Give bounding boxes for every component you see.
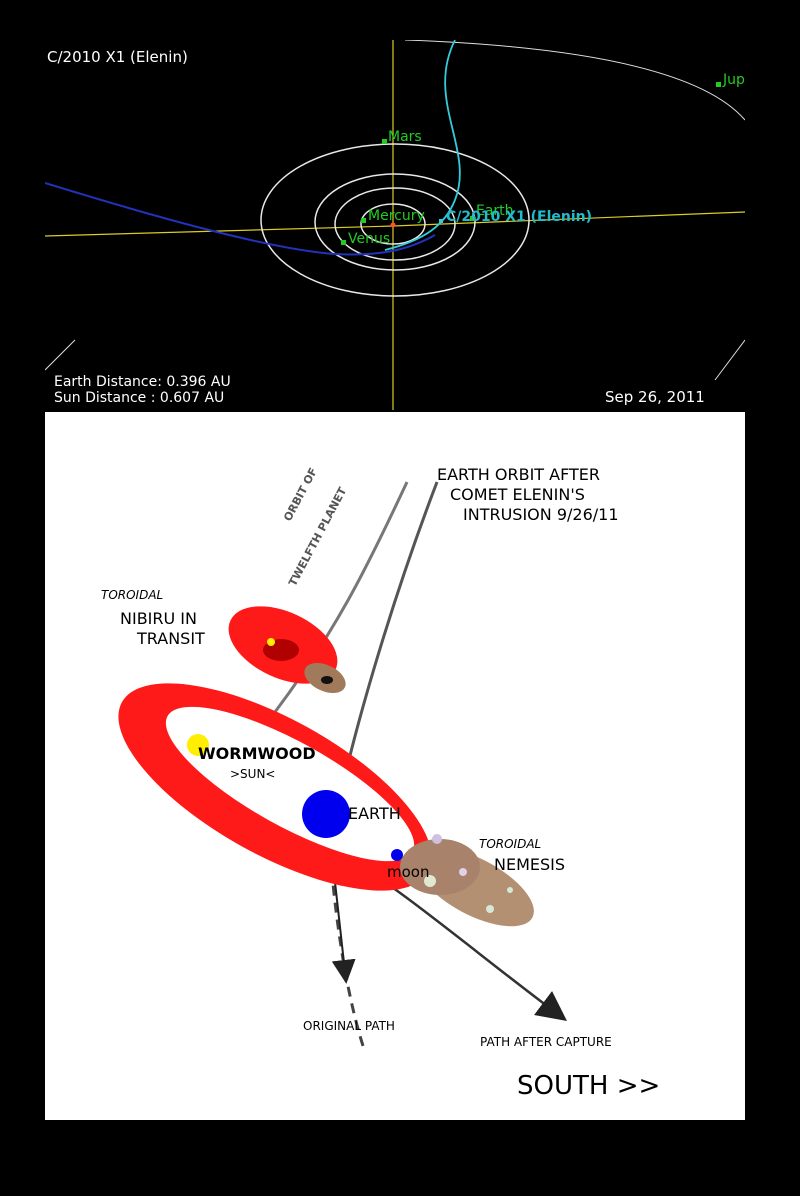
nibiru-moon-core xyxy=(321,676,333,684)
jupiter-orbit-lower xyxy=(714,339,746,381)
toroidal-label-1: TOROIDAL xyxy=(101,588,163,602)
earth-distance-readout: Earth Distance: 0.396 AU xyxy=(54,374,231,390)
nemesis-dark-patch xyxy=(400,839,480,895)
earth-label: EARTH xyxy=(348,804,401,823)
mercury-marker xyxy=(361,218,366,223)
venus-label: Venus xyxy=(348,231,390,247)
mars-orbit xyxy=(260,143,530,297)
earth-body xyxy=(302,790,350,838)
south-label: SOUTH >> xyxy=(517,1071,660,1101)
nibiru-diagram-panel: ORBIT OF TWELFTH PLANET EARTH ORB xyxy=(45,412,745,1120)
horizontal-axis-right xyxy=(392,211,746,227)
wormwood-sun xyxy=(187,734,209,756)
earth-orbit-label-1: EARTH ORBIT AFTER xyxy=(437,465,600,484)
nibiru-diagram-svg: ORBIT OF TWELFTH PLANET EARTH ORB xyxy=(101,465,660,1101)
nemesis-spot-1 xyxy=(432,834,442,844)
jupiter-label: Jup xyxy=(722,72,745,88)
nemesis-spot-2 xyxy=(424,875,436,887)
orbit-simulation-svg: C/2010 X1 (Elenin) Mars Mercury Venus Ea… xyxy=(44,39,746,410)
mercury-label: Mercury xyxy=(368,208,425,224)
nemesis-spot-5 xyxy=(507,887,513,893)
wormwood-label: WORMWOOD xyxy=(198,744,316,763)
toroidal-label-2: TOROIDAL xyxy=(479,837,541,851)
nibiru-label-2: TRANSIT xyxy=(136,629,205,648)
sun-marker xyxy=(390,222,396,228)
earth-orbit-label-2: COMET ELENIN'S xyxy=(450,485,585,504)
sun-distance-readout: Sun Distance : 0.607 AU xyxy=(54,390,224,406)
mars-label: Mars xyxy=(388,129,422,145)
sim-title: C/2010 X1 (Elenin) xyxy=(47,48,188,66)
comet-marker xyxy=(439,219,443,223)
earth-orbit-label-3: INTRUSION 9/26/11 xyxy=(463,505,619,524)
sun-label: >SUN< xyxy=(230,767,276,781)
red-ring-inner xyxy=(165,706,415,862)
venus-orbit xyxy=(334,187,456,261)
earth-orbit xyxy=(314,173,476,271)
date-readout: Sep 26, 2011 xyxy=(605,388,705,406)
mercury-orbit xyxy=(360,203,426,245)
moon-label: moon xyxy=(387,863,429,881)
comet-label: C/2010 X1 (Elenin) xyxy=(446,209,592,225)
earth-label: Earth xyxy=(476,203,514,219)
jupiter-orbit xyxy=(404,39,746,121)
mars-marker xyxy=(382,139,387,144)
nibiru-sun-dot xyxy=(267,638,275,646)
earth-marker xyxy=(470,216,475,221)
jupiter-marker xyxy=(716,82,721,87)
nemesis-label: NEMESIS xyxy=(494,855,565,874)
nibiru-label-1: NIBIRU IN xyxy=(120,609,197,628)
orbit-arc-label-1: ORBIT OF xyxy=(281,466,320,524)
horizontal-axis-left xyxy=(44,225,394,237)
orbit-simulation-panel: C/2010 X1 (Elenin) Mars Mercury Venus Ea… xyxy=(44,39,746,410)
nemesis-spot-3 xyxy=(459,868,467,876)
original-path-label: ORIGINAL PATH xyxy=(303,1019,395,1033)
earth-trajectory xyxy=(44,182,436,256)
venus-marker xyxy=(341,240,346,245)
path-after-capture-label: PATH AFTER CAPTURE xyxy=(480,1035,612,1049)
nemesis-spot-4 xyxy=(486,905,494,913)
outer-orbit-left xyxy=(44,339,76,371)
original-path-arrow xyxy=(331,881,356,984)
moon-body xyxy=(391,849,403,861)
comet-trajectory xyxy=(384,39,461,251)
